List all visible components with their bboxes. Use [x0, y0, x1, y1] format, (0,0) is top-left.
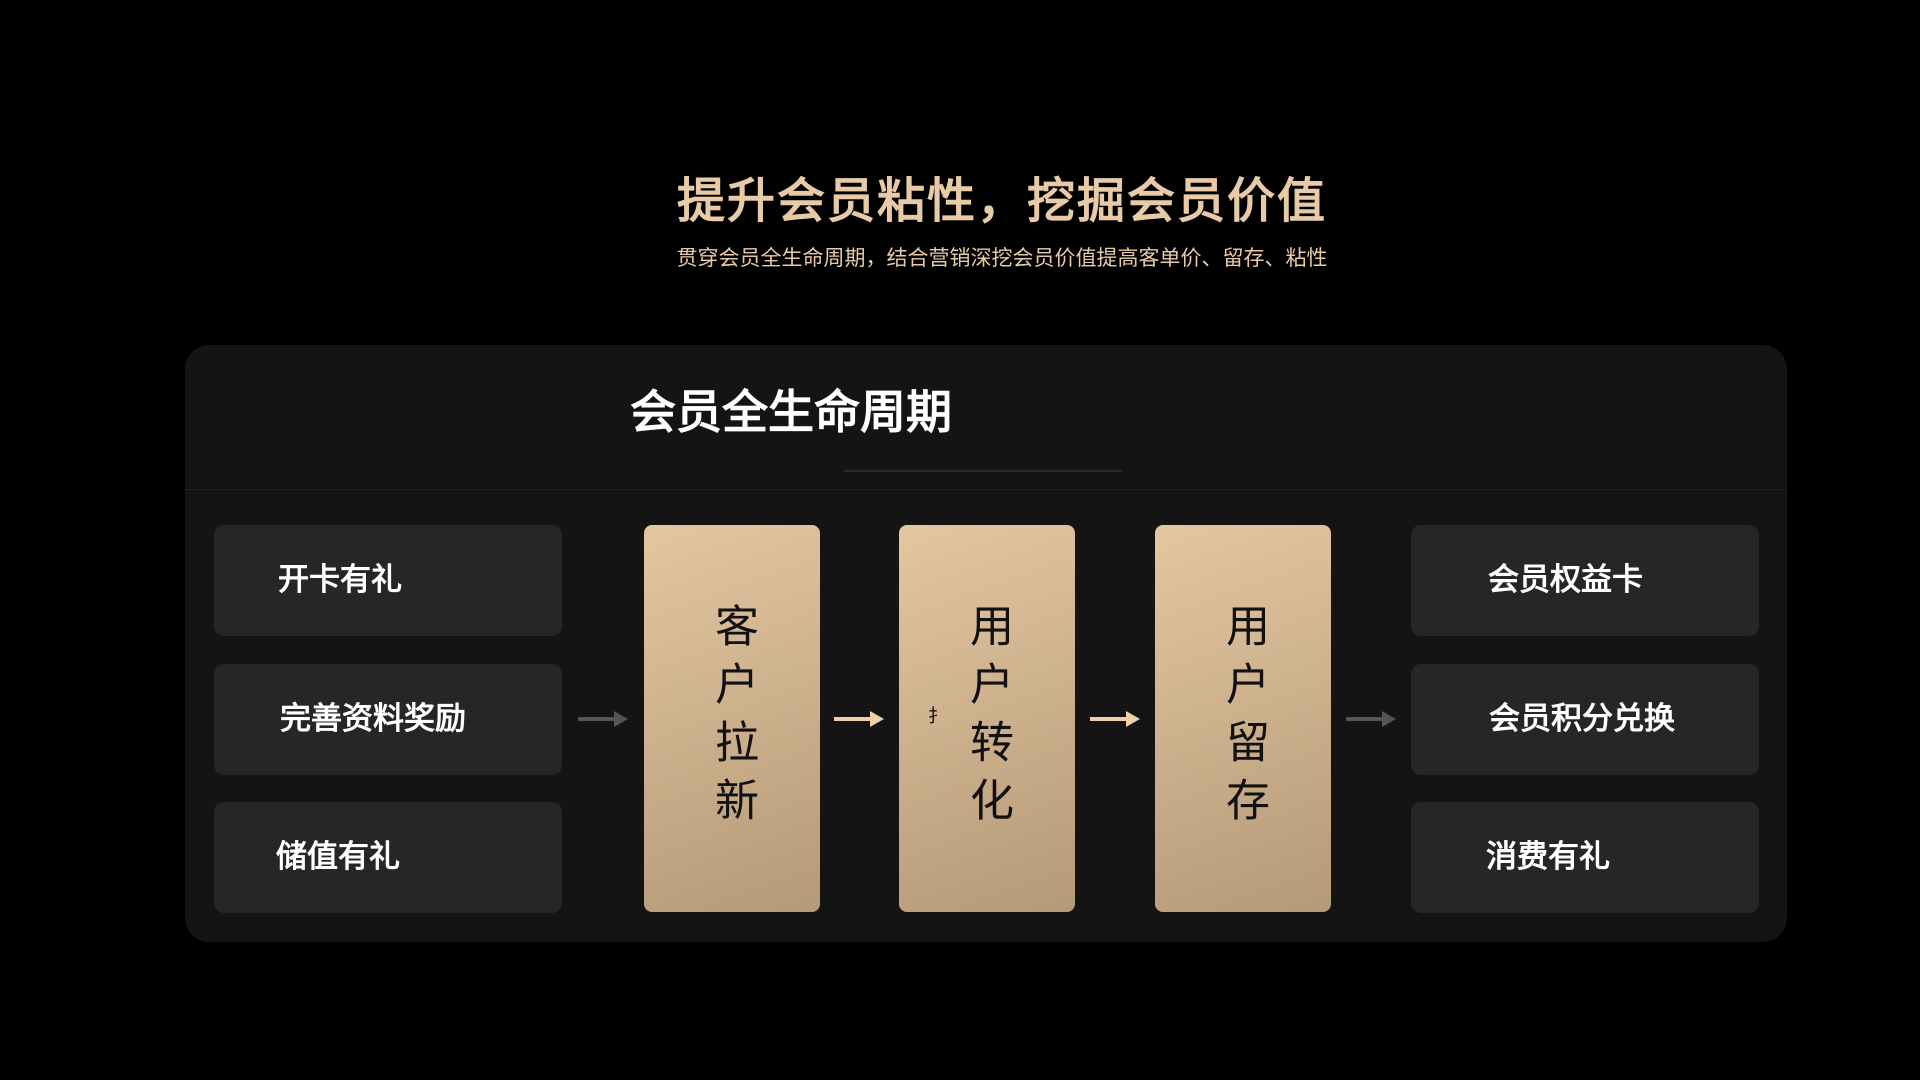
right-item: 会员积分兑换 [1411, 664, 1759, 775]
arrow-right-icon [1346, 711, 1396, 727]
left-item: 储值有礼 [214, 802, 562, 913]
left-item-label: 开卡有礼 [278, 561, 402, 598]
left-item-label: 储值有礼 [276, 838, 400, 875]
right-item-label: 消费有礼 [1486, 838, 1610, 875]
page-title: 提升会员粘性，挖掘会员价值 [676, 173, 1327, 229]
stage-label: 用户转化 [962, 602, 1013, 835]
right-item: 消费有礼 [1411, 802, 1759, 913]
arrow-right-icon [1090, 711, 1140, 727]
arrow-right-icon [834, 711, 884, 727]
stray-glyph: 扌 [928, 706, 946, 727]
stage-label: 用户留存 [1218, 602, 1269, 835]
stage-card-acquisition: 客户拉新 [644, 525, 820, 912]
right-item: 会员权益卡 [1411, 525, 1759, 636]
panel-divider [185, 489, 1787, 490]
left-item: 完善资料奖励 [214, 664, 562, 775]
stage-card-retention: 用户留存 [1155, 525, 1331, 912]
stage-label: 客户拉新 [707, 602, 758, 835]
left-item: 开卡有礼 [214, 525, 562, 636]
right-item-label: 会员积分兑换 [1489, 700, 1675, 737]
panel-title: 会员全生命周期 [630, 385, 952, 439]
title-underline [844, 470, 1122, 472]
left-item-label: 完善资料奖励 [280, 700, 466, 737]
arrow-right-icon [578, 711, 628, 727]
stage-card-conversion: 用户转化 [899, 525, 1075, 912]
right-item-label: 会员权益卡 [1488, 561, 1643, 598]
page-subtitle: 贯穿会员全生命周期，结合营销深挖会员价值提高客单价、留存、粘性 [676, 246, 1328, 270]
